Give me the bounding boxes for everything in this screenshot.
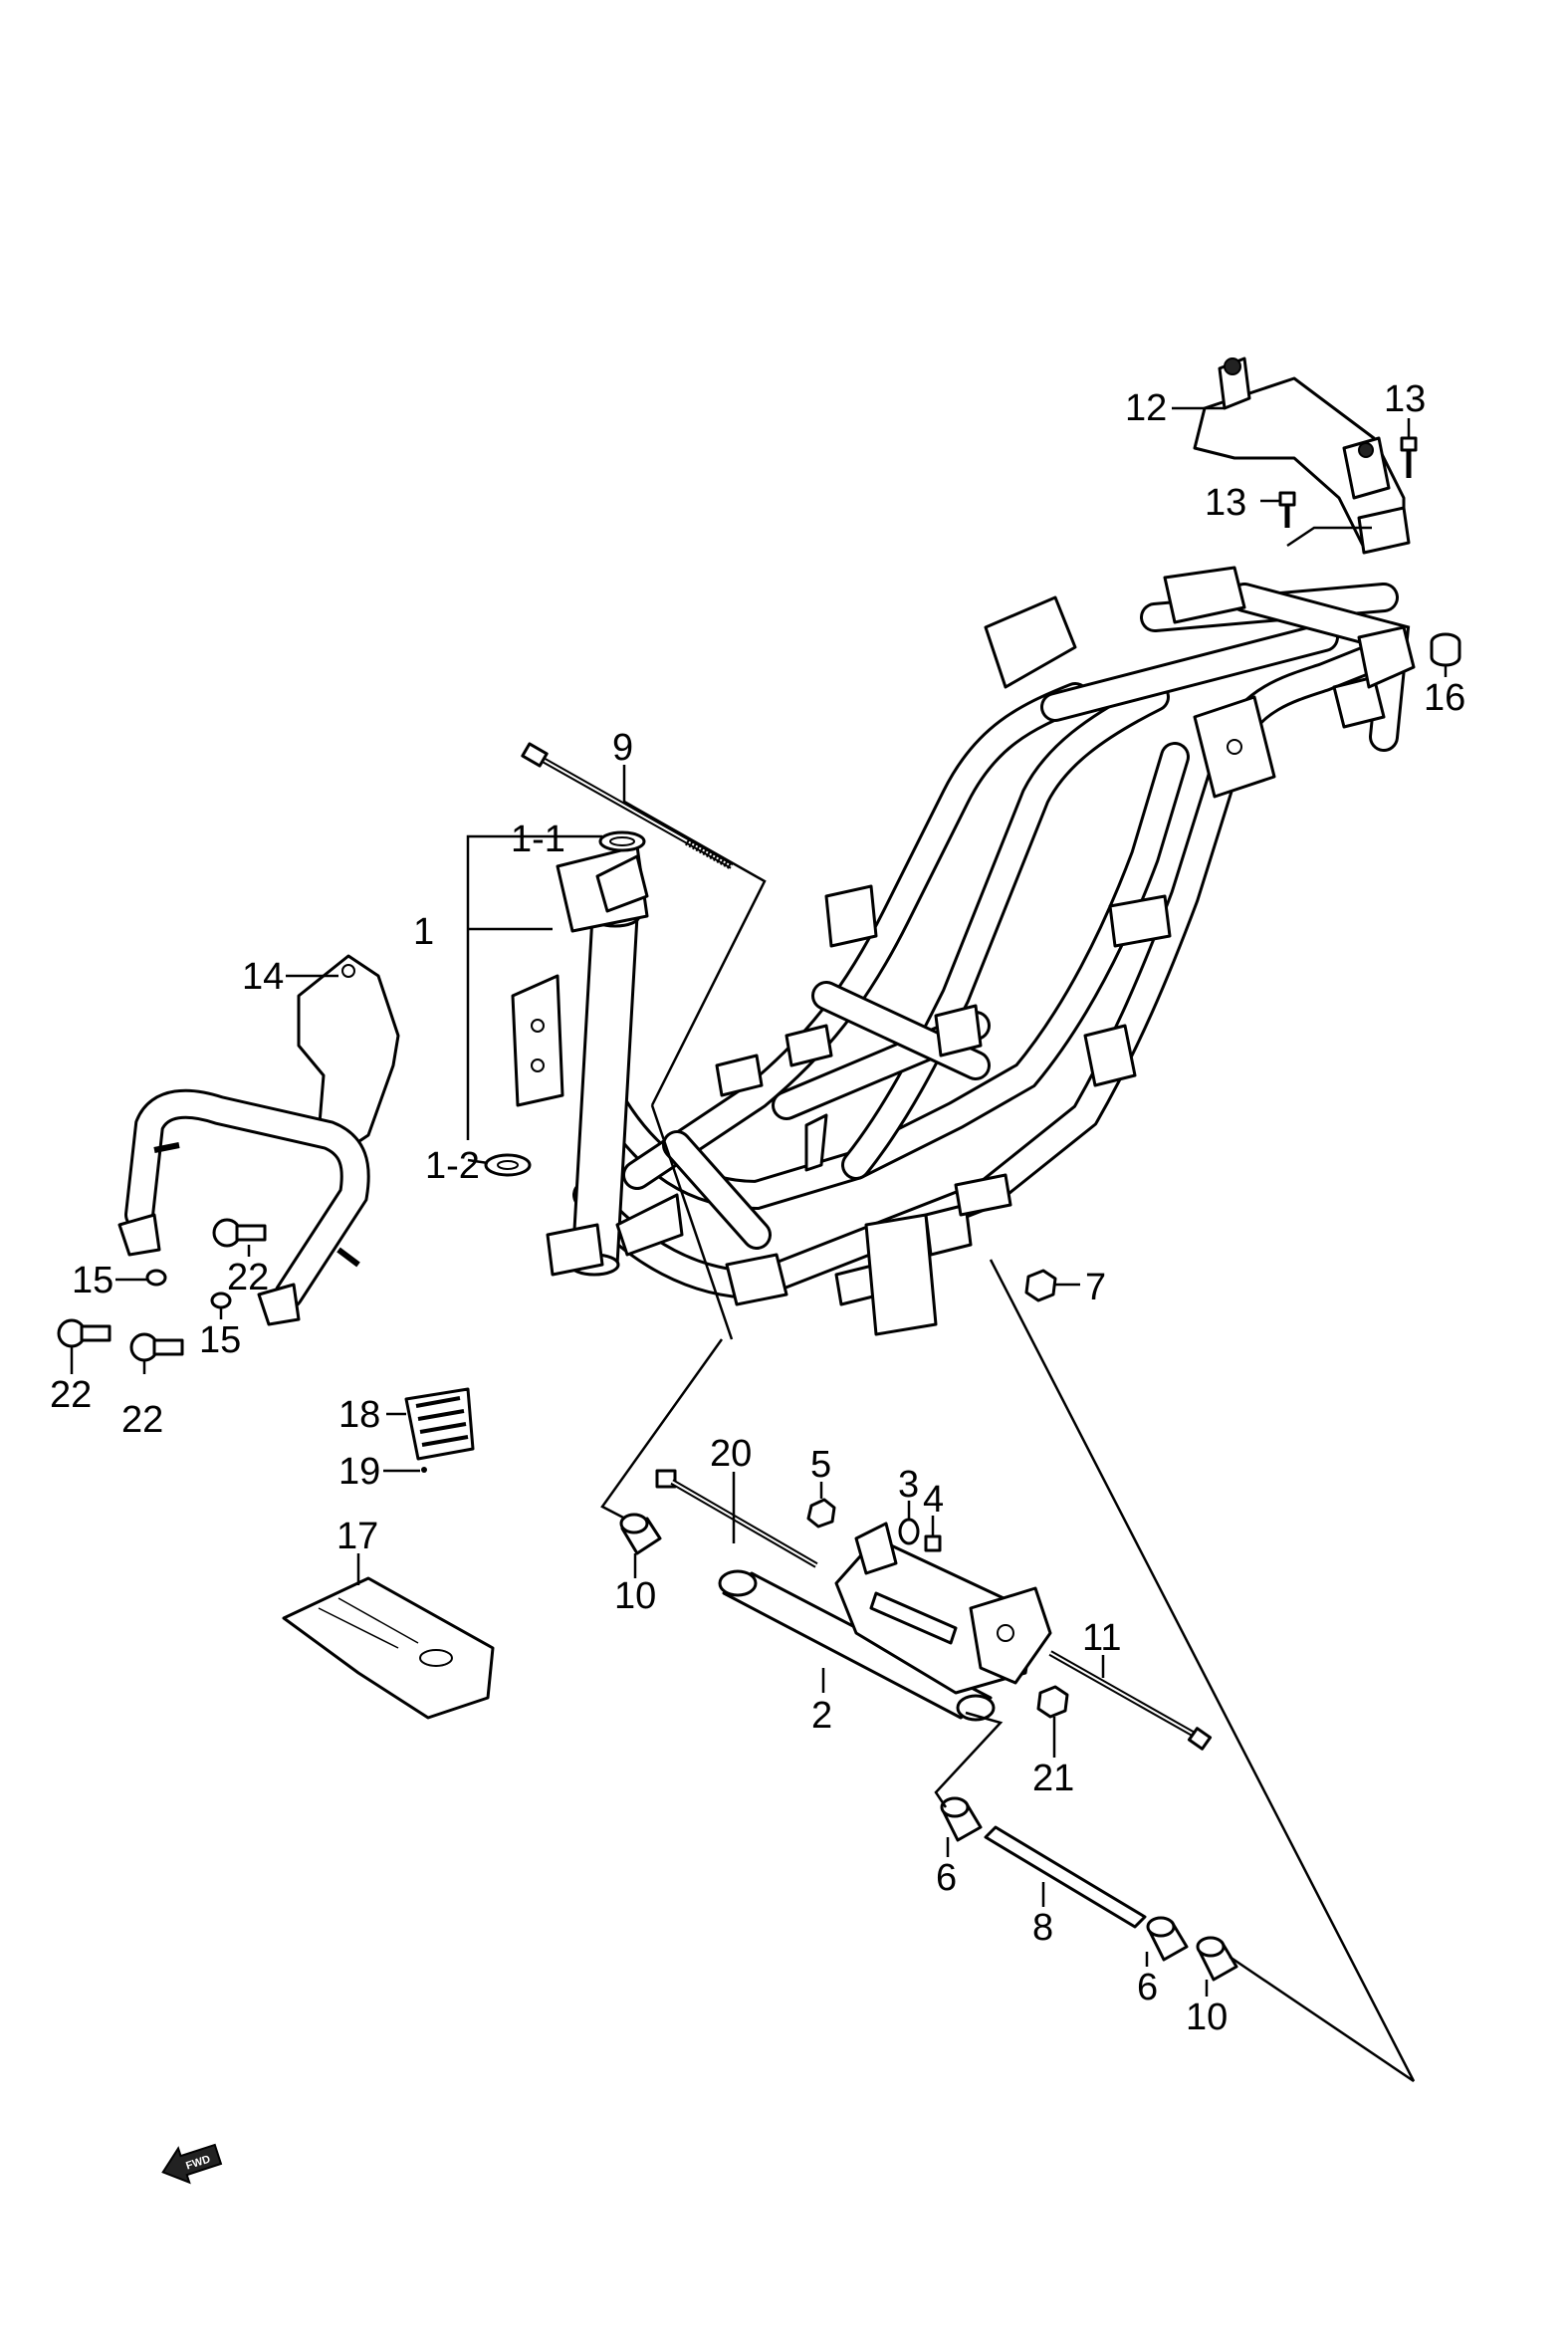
part-3-rubber <box>898 1518 920 1545</box>
label-part-11: 11 <box>1082 1617 1121 1659</box>
part-22-bolt-b <box>57 1318 112 1348</box>
part-13-bolt-lower <box>1278 491 1296 528</box>
part-18-rubber-pad <box>404 1387 475 1461</box>
label-part-3: 3 <box>898 1464 919 1506</box>
label-part-10-a: 10 <box>614 1575 656 1617</box>
label-part-13-b: 13 <box>1205 482 1246 524</box>
label-part-22-c: 22 <box>121 1399 163 1441</box>
label-part-15-b: 15 <box>199 1319 241 1361</box>
frame-brackets <box>546 566 1416 1336</box>
part-17-heat-shield <box>282 1576 495 1720</box>
label-part-1-2: 1-2 <box>425 1145 480 1187</box>
part-10-bushing-upper <box>619 1513 662 1555</box>
callout-labels: 1 1-1 1-2 2 3 4 5 6 6 7 8 9 10 10 11 12 … <box>50 378 1465 2038</box>
label-part-12: 12 <box>1125 387 1167 429</box>
leader-lines <box>70 406 1448 2083</box>
label-part-6-b: 6 <box>1137 1967 1158 2008</box>
fwd-arrow-icon: FWD <box>161 2143 223 2185</box>
part-7-nut <box>1024 1269 1057 1302</box>
part-12-rear-bracket <box>1193 356 1411 555</box>
part-6-collar-a <box>940 1796 983 1842</box>
part-20-bolt <box>655 1469 818 1568</box>
part-22-bolt-c <box>129 1332 184 1362</box>
part-14-main-stand <box>117 954 400 1326</box>
part-9-long-bolt <box>521 742 734 870</box>
label-part-8: 8 <box>1032 1907 1053 1949</box>
label-part-10-b: 10 <box>1186 1997 1228 2038</box>
label-part-17: 17 <box>336 1516 378 1557</box>
label-part-1: 1 <box>413 911 434 953</box>
part-8-pipe <box>984 1825 1147 1929</box>
label-part-22-b: 22 <box>50 1374 92 1416</box>
label-part-6-a: 6 <box>936 1857 957 1899</box>
label-part-7: 7 <box>1085 1267 1106 1308</box>
label-part-20: 20 <box>710 1433 752 1475</box>
part-15-washer-a <box>145 1269 167 1287</box>
part-13-bolt-upper <box>1400 436 1418 478</box>
main-frame <box>511 566 1416 1336</box>
label-part-13-a: 13 <box>1384 378 1426 420</box>
label-part-15-a: 15 <box>72 1260 113 1301</box>
part-5-nut <box>806 1498 836 1529</box>
part-1-2-bearing <box>484 1153 532 1177</box>
steering-head-tube <box>511 844 649 1277</box>
part-1-1-bearing <box>598 830 646 852</box>
part-21-nut <box>1036 1685 1069 1719</box>
label-part-19: 19 <box>338 1451 380 1493</box>
label-part-18: 18 <box>338 1394 380 1436</box>
label-part-1-1: 1-1 <box>511 819 565 860</box>
part-10-bushing-lower <box>1196 1936 1238 1982</box>
part-22-bolt-a <box>212 1218 267 1248</box>
label-part-16: 16 <box>1424 677 1465 719</box>
part-4-nut <box>924 1534 942 1552</box>
label-part-9: 9 <box>612 727 633 769</box>
part-19-clip <box>421 1467 427 1473</box>
label-part-5: 5 <box>810 1444 831 1486</box>
label-part-14: 14 <box>242 956 284 998</box>
part-2-engine-hanger <box>718 1522 1052 1722</box>
part-11-bolt <box>1048 1650 1213 1751</box>
label-part-4: 4 <box>923 1479 944 1521</box>
part-6-collar-b <box>1146 1916 1189 1962</box>
label-part-2: 2 <box>811 1695 832 1737</box>
label-part-21: 21 <box>1032 1758 1074 1799</box>
label-part-22-a: 22 <box>227 1257 269 1298</box>
part-16-cap <box>1430 632 1461 667</box>
